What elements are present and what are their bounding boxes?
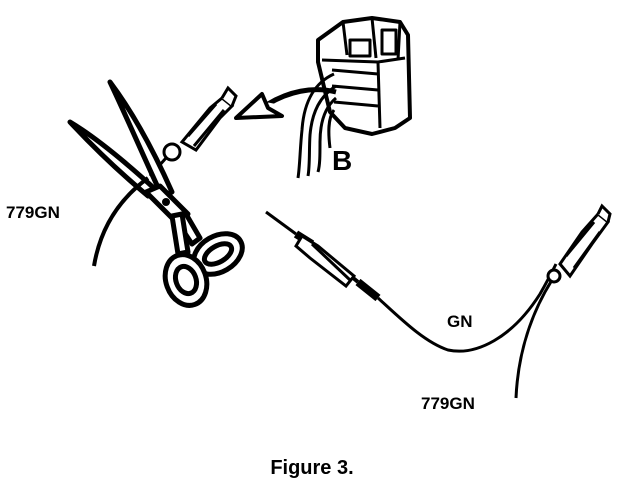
removal-arrow (234, 87, 337, 120)
new-terminal (546, 203, 612, 284)
wire-label-bottom: 779GN (421, 394, 475, 413)
connector-wires (296, 72, 338, 179)
figure-caption: Figure 3. (270, 457, 353, 479)
wire-label-left: 779GN (6, 203, 60, 222)
connector-letter-label: B (332, 145, 352, 176)
connector-block (316, 16, 412, 136)
lead-wire-bottom (514, 279, 554, 399)
splice-sleeve (294, 233, 357, 289)
cut-wire-left (92, 176, 150, 267)
scissors-icon (67, 79, 245, 308)
wire-label-splice: GN (447, 312, 473, 331)
